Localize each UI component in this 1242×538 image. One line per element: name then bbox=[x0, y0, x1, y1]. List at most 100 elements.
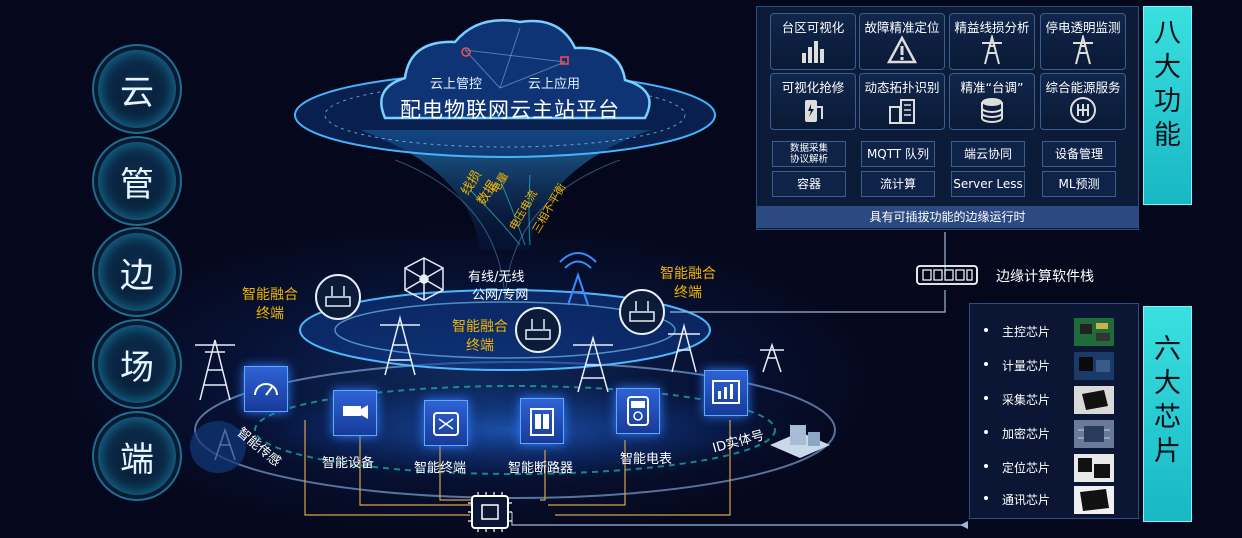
cloud-control-node bbox=[461, 47, 471, 57]
chip-row: 通讯芯片 bbox=[970, 485, 1138, 517]
device-label: 智能电表 bbox=[620, 452, 673, 467]
function-cell: 动态拓扑识别 bbox=[859, 73, 945, 130]
edge-stack-label: 边缘计算软件栈 bbox=[996, 269, 1094, 285]
positioning-chip-image bbox=[1074, 454, 1114, 482]
layer-field-label: 场 bbox=[120, 347, 154, 388]
software-cell: MQTT 队列 bbox=[861, 141, 935, 167]
software-cell: 端云协同 bbox=[951, 141, 1025, 167]
network-disc bbox=[299, 289, 711, 371]
software-cell: 设备管理 bbox=[1042, 141, 1116, 167]
chip-row: 计量芯片 bbox=[970, 351, 1138, 383]
function-cell: 可视化抢修 bbox=[770, 73, 856, 130]
function-label: 动态拓扑识别 bbox=[864, 80, 940, 95]
sensor-glow bbox=[190, 421, 246, 473]
cloud-control-label: 云上管控 bbox=[430, 77, 483, 92]
function-cell: 台区可视化 bbox=[770, 13, 856, 70]
chip-label: 采集芯片 bbox=[1002, 393, 1051, 407]
building-cluster-icon bbox=[770, 425, 830, 458]
layer-edge-label: 边 bbox=[120, 255, 154, 296]
radio-tower-icon bbox=[559, 252, 597, 306]
bar-chart-icon bbox=[802, 41, 824, 63]
chip-row: 采集芯片 bbox=[970, 385, 1138, 417]
breaker-icon bbox=[530, 408, 554, 436]
layer-field: 场 bbox=[98, 325, 176, 403]
software-cell: 容器 bbox=[772, 171, 846, 197]
function-label: 可视化抢修 bbox=[781, 80, 845, 95]
layer-edge: 边 bbox=[98, 233, 176, 311]
chip-label: 定位芯片 bbox=[1002, 461, 1051, 475]
network-disc-inner bbox=[334, 301, 676, 359]
cloud-network-lines bbox=[464, 27, 566, 89]
chips-panel: 主控芯片 计量芯片 采集芯片 加密芯片 定位芯片 通讯芯片 bbox=[969, 303, 1139, 519]
function-cell: 故障精准定位 bbox=[859, 13, 945, 70]
bullet-icon bbox=[984, 496, 988, 500]
cloud-app-node bbox=[560, 56, 569, 65]
encryption-chip-image bbox=[1074, 420, 1114, 448]
network-node-icon bbox=[404, 257, 444, 301]
bullet-icon bbox=[984, 328, 988, 332]
device-breaker bbox=[520, 398, 564, 444]
gear-shift-icon bbox=[1070, 97, 1096, 123]
network-type-label: 有线/无线 bbox=[468, 270, 525, 285]
inner-ring bbox=[254, 385, 776, 475]
cloud-platform-title: 配电物联网云主站平台 bbox=[400, 98, 620, 122]
charging-station-icon bbox=[805, 100, 823, 122]
power-tower-icon bbox=[1073, 35, 1093, 65]
function-label: 台区可视化 bbox=[781, 20, 845, 35]
main-control-chip-image bbox=[1074, 318, 1114, 346]
function-cell: 停电透明监测 bbox=[1040, 13, 1126, 70]
terminal-label: 智能融合终端 bbox=[242, 287, 298, 322]
terminal-label: 智能融合终端 bbox=[452, 319, 508, 354]
functions-panel: 台区可视化 故障精准定位 精益线损分析 停电透明监测 可视化抢修 动态拓扑识别 … bbox=[756, 6, 1139, 230]
bullet-icon bbox=[984, 430, 988, 434]
meter-icon bbox=[627, 396, 649, 426]
function-cell: 精准“台调” bbox=[949, 73, 1035, 130]
edge-stack-icon bbox=[916, 265, 978, 285]
functions-tab-label: 八大功能 bbox=[1154, 18, 1181, 151]
chips-tab: 六大芯片 bbox=[1143, 306, 1192, 522]
chip-row: 主控芯片 bbox=[970, 317, 1138, 349]
chip-row: 定位芯片 bbox=[970, 453, 1138, 485]
acquisition-chip-image bbox=[1074, 386, 1114, 414]
warning-icon bbox=[887, 35, 917, 64]
function-label: 精准“台调” bbox=[960, 80, 1024, 95]
functions-tab: 八大功能 bbox=[1143, 6, 1192, 205]
device-label: 智能终端 bbox=[414, 461, 467, 476]
device-label: 智能断路器 bbox=[508, 461, 574, 476]
chip-connector bbox=[511, 512, 968, 526]
metering-chip-image bbox=[1074, 352, 1114, 380]
layer-cloud: 云 bbox=[98, 50, 176, 128]
chip-label: 通讯芯片 bbox=[1002, 493, 1051, 507]
device-meter bbox=[616, 388, 660, 434]
layer-pipe: 管 bbox=[98, 142, 176, 220]
camera-icon bbox=[343, 405, 368, 419]
terminal-label: 智能融合终端 bbox=[660, 266, 716, 301]
gauge-icon bbox=[254, 383, 278, 396]
cloud-shape bbox=[380, 18, 651, 120]
bullet-icon bbox=[984, 362, 988, 366]
layer-pipe-label: 管 bbox=[120, 164, 154, 205]
chip-label: 主控芯片 bbox=[1002, 325, 1051, 339]
software-cell: 流计算 bbox=[861, 171, 935, 197]
software-cell: Server Less bbox=[951, 171, 1025, 197]
edge-connector bbox=[670, 290, 946, 313]
device-equipment bbox=[333, 390, 377, 436]
function-label: 精益线损分析 bbox=[954, 20, 1030, 35]
building-icon bbox=[889, 99, 915, 124]
edge-runtime-footer: 具有可插拔功能的边缘运行时 bbox=[757, 206, 1138, 228]
router-icons bbox=[315, 274, 665, 353]
cloud-app-label: 云上应用 bbox=[528, 77, 581, 92]
chips-tab-label: 六大芯片 bbox=[1154, 334, 1181, 467]
network-scope-label: 公网/专网 bbox=[472, 288, 529, 303]
function-label: 综合能源服务 bbox=[1045, 80, 1121, 95]
power-tower-icon bbox=[982, 35, 1002, 65]
device-connectors bbox=[304, 420, 731, 516]
database-icon bbox=[981, 98, 1003, 123]
layer-terminal: 端 bbox=[98, 417, 176, 495]
function-cell: 精益线损分析 bbox=[949, 13, 1035, 70]
bullet-icon bbox=[984, 396, 988, 400]
data-funnel bbox=[360, 130, 650, 250]
bullet-icon bbox=[984, 464, 988, 468]
